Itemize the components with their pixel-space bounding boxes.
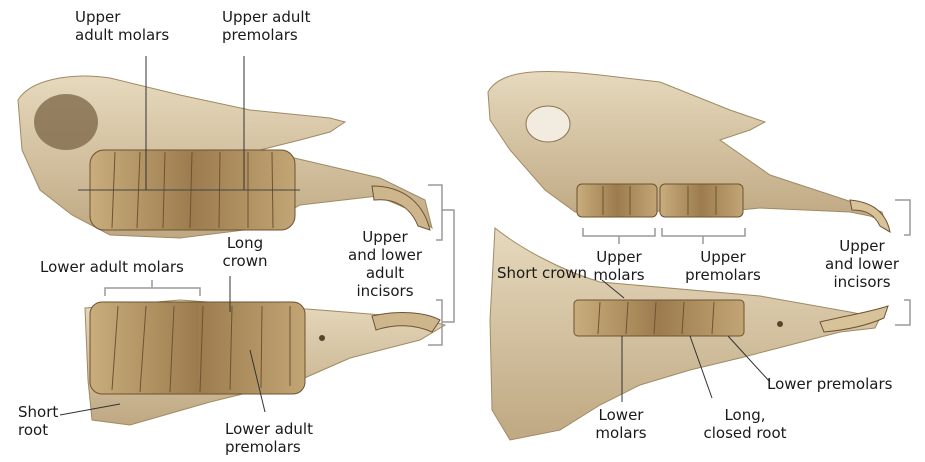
left-lower-teeth: [90, 302, 305, 394]
label-lower-adult-molars: Lower adult molars: [40, 258, 184, 276]
label-right-incisors: Upper and lower incisors: [812, 237, 912, 291]
label-short-crown: Short crown: [497, 264, 587, 282]
right-lower-teeth: [574, 300, 744, 336]
label-short-root: Short root: [18, 403, 58, 439]
label-left-incisors: Upper and lower adult incisors: [335, 228, 435, 300]
label-lower-adult-premolars: Lower adult premolars: [225, 420, 313, 456]
label-lower-molars: Lower molars: [588, 406, 654, 442]
label-upper-adult-molars: Upper adult molars: [75, 8, 169, 44]
label-long-crown: Long crown: [215, 234, 275, 270]
right-upper-teeth: [577, 184, 743, 217]
label-upper-molars: Upper molars: [590, 248, 648, 284]
label-long-closed-root: Long, closed root: [690, 406, 800, 442]
left-eye-orbit: [34, 94, 98, 150]
right-eye-orbit: [526, 106, 570, 142]
label-upper-adult-premolars: Upper adult premolars: [222, 8, 310, 44]
label-lower-premolars: Lower premolars: [767, 375, 892, 393]
label-upper-premolars: Upper premolars: [668, 248, 778, 284]
